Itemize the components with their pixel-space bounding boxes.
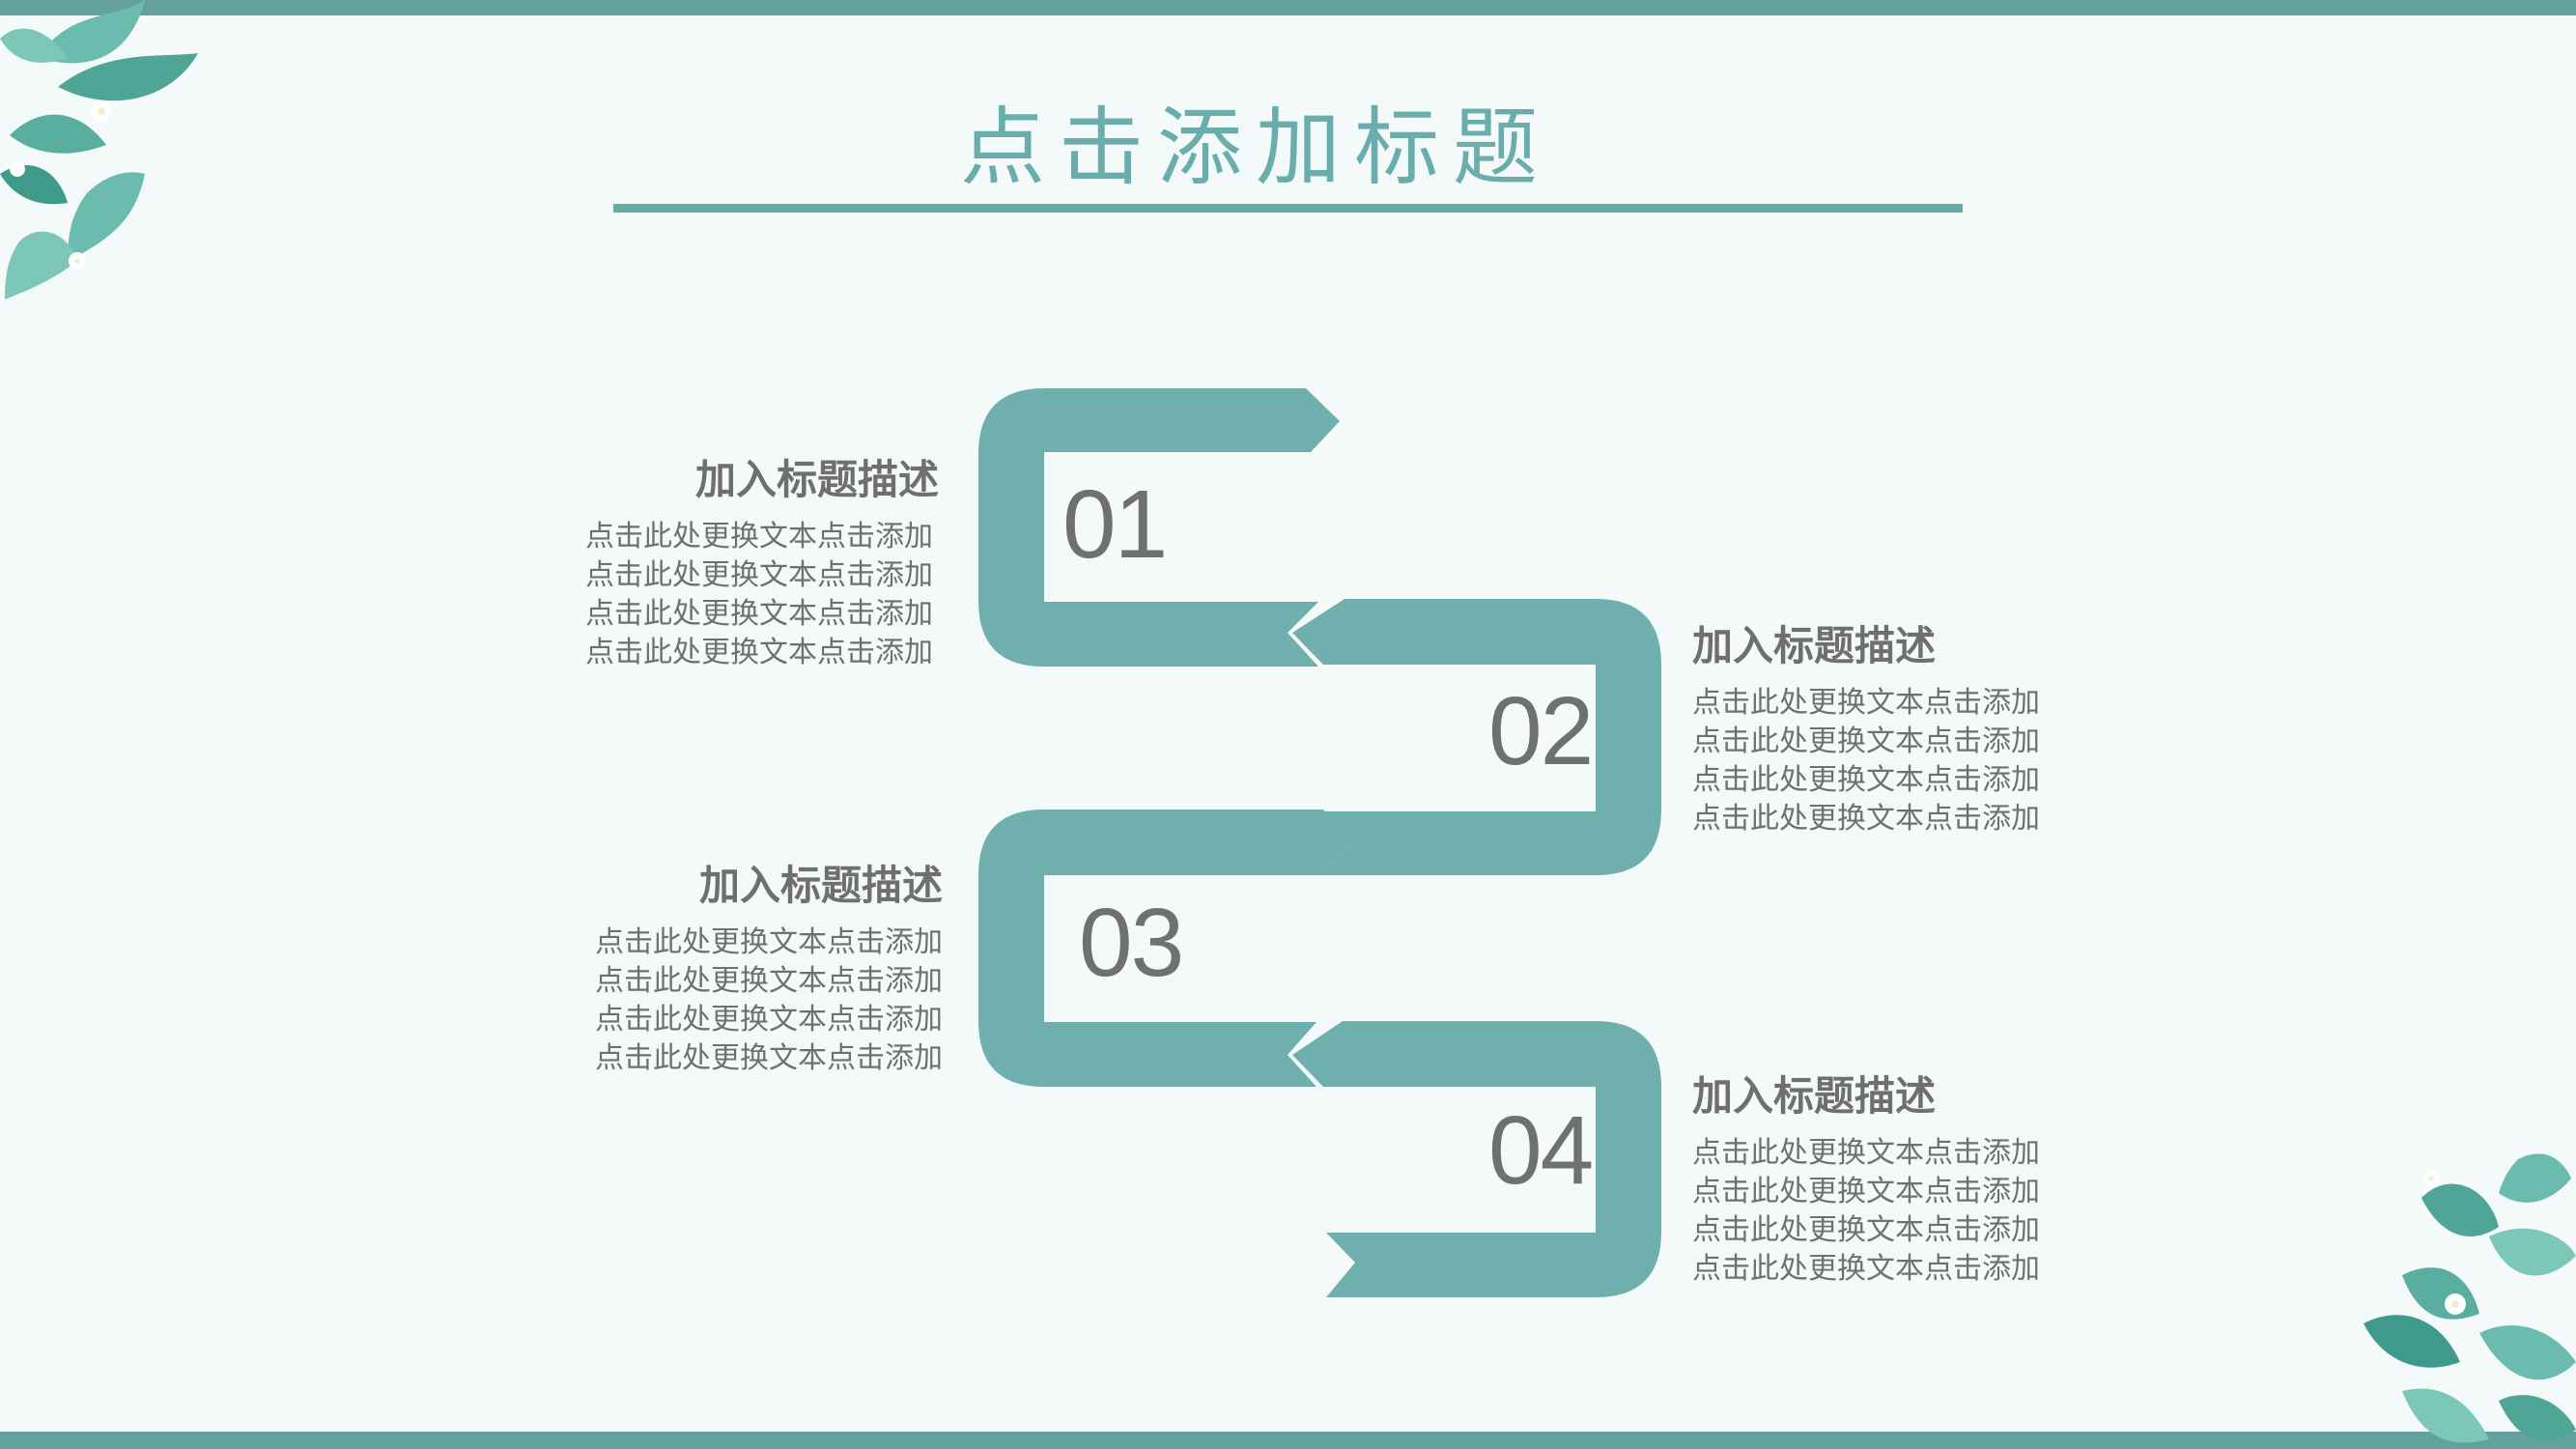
leaf-cluster-icon <box>2364 1153 2576 1443</box>
step-number-01: 01 <box>1062 470 1168 579</box>
step-block-03: 加入标题描述 点击此处更换文本点击添加 点击此处更换文本点击添加 点击此处更换文… <box>537 862 943 1078</box>
step-body-text[interactable]: 点击此处更换文本点击添加 点击此处更换文本点击添加 点击此处更换文本点击添加 点… <box>585 520 933 670</box>
step-body-text[interactable]: 点击此处更换文本点击添加 点击此处更换文本点击添加 点击此处更换文本点击添加 点… <box>1692 686 2040 837</box>
step-heading[interactable]: 加入标题描述 <box>694 456 939 503</box>
top-accent-bar <box>0 0 2576 15</box>
step-heading[interactable]: 加入标题描述 <box>1692 1072 1937 1120</box>
step-block-01: 加入标题描述 点击此处更换文本点击添加 点击此处更换文本点击添加 点击此处更换文… <box>527 456 939 672</box>
leaf-cluster-icon <box>0 0 198 299</box>
step-heading[interactable]: 加入标题描述 <box>698 862 943 909</box>
bottom-accent-bar <box>0 1432 2576 1449</box>
step-block-02: 加入标题描述 点击此处更换文本点击添加 点击此处更换文本点击添加 点击此处更换文… <box>1692 622 2098 838</box>
step-number-02: 02 <box>1488 677 1594 785</box>
step-block-04: 加入标题描述 点击此处更换文本点击添加 点击此处更换文本点击添加 点击此处更换文… <box>1692 1072 2098 1289</box>
step-number-04: 04 <box>1488 1096 1594 1205</box>
step-number-03: 03 <box>1079 889 1184 997</box>
step-body-text[interactable]: 点击此处更换文本点击添加 点击此处更换文本点击添加 点击此处更换文本点击添加 点… <box>595 925 943 1076</box>
slide-title[interactable]: 点击添加标题 <box>959 98 1551 197</box>
step-body-text[interactable]: 点击此处更换文本点击添加 点击此处更换文本点击添加 点击此处更换文本点击添加 点… <box>1692 1136 2040 1287</box>
step-heading[interactable]: 加入标题描述 <box>1692 622 1937 669</box>
title-underline <box>613 204 1963 213</box>
